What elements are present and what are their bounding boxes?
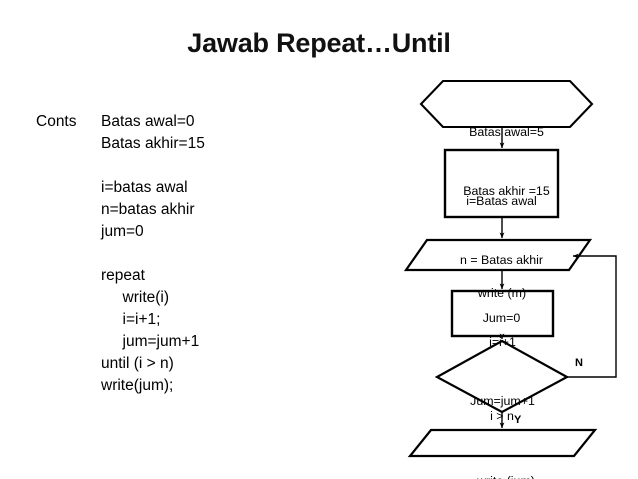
code-line: write(i) bbox=[101, 289, 170, 306]
branch-label-no: N bbox=[575, 357, 583, 369]
flow-node-condition-label: i > n bbox=[490, 409, 514, 423]
code-line: until (i > n) bbox=[101, 355, 174, 372]
flow-node-start-label: Batas awal=5 Batas akhir =15 bbox=[463, 125, 550, 198]
code-line: n=batas akhir bbox=[101, 201, 195, 218]
code-line: jum=0 bbox=[101, 223, 144, 240]
code-line: write(jum); bbox=[101, 377, 174, 394]
code-line: i=batas awal bbox=[101, 179, 188, 196]
conts-label: Conts bbox=[36, 113, 77, 130]
code-line: i=i+1; bbox=[101, 311, 161, 328]
flow-node-init-label: i=Batas awal n = Batas akhir Jum=0 bbox=[460, 194, 543, 325]
flow-node-output-m-shape bbox=[403, 238, 593, 272]
code-line: repeat bbox=[101, 267, 145, 284]
code-line: Batas akhir=15 bbox=[101, 135, 205, 152]
page-title: Jawab Repeat…Until bbox=[187, 28, 451, 58]
flow-node-start-shape bbox=[419, 79, 594, 129]
connector-loop-no-branch bbox=[567, 253, 617, 378]
code-line: jum=jum+1 bbox=[101, 333, 200, 350]
flow-node-output-jum-label: write (jum) bbox=[430, 433, 582, 479]
flow-node-output-m-label: write (m) bbox=[477, 286, 527, 300]
flow-node-increment-label: i=i+1 Jum=jum+1 bbox=[470, 335, 535, 408]
pseudocode-block: Batas awal=0 Batas akhir=15 i=batas awal… bbox=[101, 111, 205, 397]
flow-node-output-jum-shape bbox=[407, 428, 598, 458]
branch-label-yes: Y bbox=[514, 414, 522, 426]
code-line: Batas awal=0 bbox=[101, 113, 195, 130]
